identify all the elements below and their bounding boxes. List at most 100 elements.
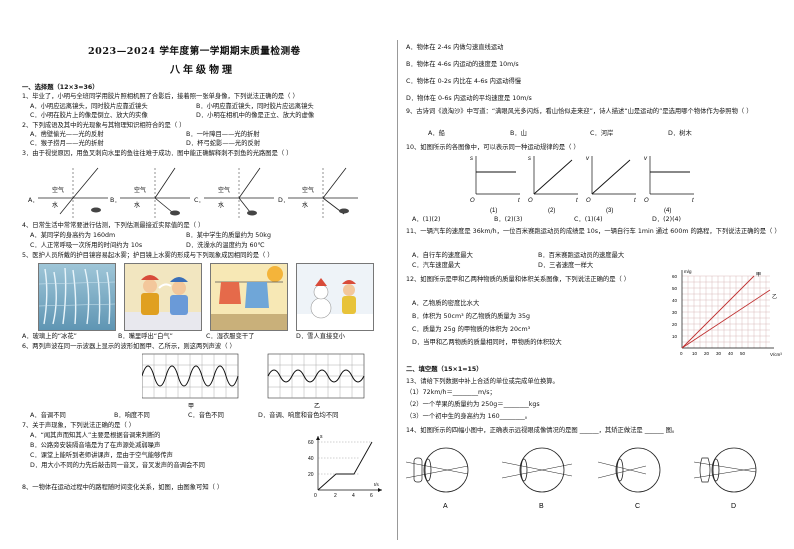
q6-wave-yi	[267, 353, 365, 399]
q10-option-c: C．(1)(4)	[574, 216, 603, 223]
q12-ytick-30: 30	[672, 310, 678, 315]
q14-eye-a: A	[406, 447, 469, 510]
question-7: 7、关于声现象，下列说法正确的是（ ）	[22, 422, 136, 429]
q8-tick-s-60: 60	[308, 440, 314, 446]
q3b-air: 空气	[134, 186, 146, 194]
q13-item-3: （3）一个初中生的身高约为 160________。	[406, 413, 532, 420]
q5-option-d: D．雪人直接变小	[296, 333, 345, 340]
q3-label-a: A．	[28, 197, 39, 204]
exam-title: 2023—2024 学年度第一学期期末质量检测卷	[88, 46, 301, 57]
q10-option-a: A．(1)(2)	[412, 216, 441, 223]
q11-option-b: B．百米赛跑运动员的速度最大	[538, 252, 625, 259]
q3d-water: 水	[302, 201, 308, 209]
q10-graph-2: s t O (2)	[528, 156, 578, 214]
column-divider	[397, 40, 398, 540]
q1-option-c: C．小明在胶片上的像是倒立、放大的实像	[30, 112, 148, 119]
q8-s-t-graph: 20 40 60 0 2 4 6 s t/s	[308, 434, 382, 498]
q2-option-b: B．一叶障目——光的折射	[186, 131, 260, 138]
question-8: 8、一物体在运动过程中的路程随时间变化关系，如图，由图象可知（ ）	[22, 484, 224, 491]
q13-item-2: （2）一个苹果的质量约为 250g＝________kgs	[406, 401, 540, 408]
q1-option-d: D．小明在相机中的像是正立、放大的虚像	[196, 112, 315, 119]
q5-option-b: B．嘴里呼出“白气”	[118, 333, 173, 340]
q10-g2-o: O	[528, 198, 533, 204]
q4-option-c: C．人正常呼吸一次所用的时间约为 10s	[30, 242, 143, 249]
q12-option-d: D．当甲和乙两物质的质量相同时，甲物质的体积较大	[412, 339, 562, 346]
q14-eye-b: B	[501, 447, 573, 510]
q6-wave-jia	[142, 353, 239, 399]
q8-tick-s-20: 20	[308, 472, 314, 478]
q12-ytick-50: 50	[672, 286, 678, 291]
section-fill-heading: 二、填空题（15×1=15）	[406, 366, 483, 373]
q10-graph-1: s t O (1)	[470, 156, 520, 214]
q8-tick-t-2: 2	[334, 493, 337, 498]
q5-option-c: C．湿衣服变干了	[206, 333, 255, 340]
right-column: A．物体在 2-4s 内做匀速直线运动 B．物体在 4-6s 内运动的速度是 1…	[398, 0, 794, 549]
q9-option-a: A．船	[428, 130, 445, 137]
question-13: 13、请给下列数据中补上合适的单位或完成单位换算。	[406, 378, 559, 385]
q10-g3-t: t	[634, 198, 636, 204]
q10-graph-3: v t O (3)	[586, 156, 636, 214]
q12-label-yi: 乙	[772, 293, 777, 300]
q10-g2-t: t	[576, 198, 578, 204]
q6-option-d: D．音调、响度和音色均不同	[258, 412, 339, 419]
q3-diagram-c: 空气 水	[204, 167, 274, 218]
q10-g4-o: O	[644, 198, 649, 204]
q3-diagrams: A． 空气 水 B． 空气 水 C． 空气 水	[28, 160, 368, 218]
q12-axis-v: V/cm³	[770, 352, 782, 357]
q1-option-b: B．小明应靠近镜头，同时胶片应远离镜头	[196, 103, 314, 110]
q10-option-d: D．(2)(4)	[652, 216, 681, 223]
q4-option-b: B．某中学生的质量约为 50kg	[186, 232, 271, 239]
q9-option-d: D．树木	[668, 130, 692, 137]
q14-eye-d: D	[693, 447, 757, 510]
q5-picture-ice-flowers	[38, 263, 116, 331]
section-choice-heading: 一、选择题（12×3=36）	[22, 84, 99, 91]
q3-label-b: B．	[110, 197, 121, 204]
q8-axis-s: s	[320, 434, 323, 440]
q4-option-a: A．某同学的身高约为 160dm	[30, 232, 116, 239]
q8-option-d: D．物体在 0-6s 内运动的平均速度是 10m/s	[406, 95, 532, 102]
q6-label-yi: 乙	[314, 403, 320, 410]
q8-tick-t-0: 0	[314, 493, 317, 498]
q5-picture-breath	[124, 263, 202, 331]
q12-xtick-20: 20	[704, 351, 710, 356]
q7-option-a: A．“闻其声而知其人”主要是根据音调来判断的	[30, 432, 161, 439]
q12-m-v-graph: 甲 乙 m/g V/cm³ 10 20 30 40 50 60 0 10 20 …	[672, 269, 782, 357]
q7-option-d: D．用大小不同的力先后敲击同一音叉，音叉发声的音调会不同	[30, 462, 205, 469]
q6-option-a: A．音调不同	[30, 412, 66, 419]
q2-option-d: D．杯弓蛇影——光的反射	[186, 140, 261, 147]
question-6: 6、两列声波在同一示波器上显示的波形如图甲、乙所示，则这两列声波（ ）	[22, 343, 236, 350]
q3-label-d: D．	[278, 197, 290, 204]
q3a-water: 水	[52, 201, 58, 209]
q3b-water: 水	[134, 201, 140, 209]
q14-label-a: A	[443, 503, 448, 510]
q12-option-c: C．质量为 25g 的甲物质的体积为 20cm³	[412, 326, 531, 333]
q10-g3-v: v	[586, 156, 590, 162]
q6-label-jia: 甲	[188, 403, 194, 410]
q3c-air: 空气	[218, 186, 230, 194]
q12-line-jia	[681, 275, 755, 349]
q1-option-a: A．小明应远离镜头，同时胶片应靠近镜头	[30, 103, 148, 110]
question-5: 5、医护人员所戴的护目镜容易起水雾；护目镜上水雾的形成与下列现象成因相同的是（ …	[22, 252, 274, 259]
question-10: 10、如图所示的各图像中，可以表示同一种运动规律的是（ ）	[406, 144, 580, 151]
q10-g4-label: (4)	[664, 208, 671, 214]
q10-g4-v: v	[644, 156, 648, 162]
q12-line-yi	[681, 289, 771, 349]
q12-option-a: A．乙物质的密度比水大	[412, 300, 480, 307]
q12-xtick-50: 50	[740, 351, 746, 356]
q5-option-a: A．玻璃上的“冰花”	[22, 333, 77, 340]
q12-xtick-40: 40	[728, 351, 734, 356]
q14-label-b: B	[539, 503, 544, 510]
question-9: 9、古诗词《浪淘沙》中写道：“满眼风光多闪烁，看山恰似走来迎”，诗人描述“山是运…	[406, 108, 753, 115]
q11-option-d: D．三者速度一样大	[538, 262, 594, 269]
question-1: 1、毕业了，小明与全班同学用胶片照相机照了合影后，接着照一张单身像，下列说法正确…	[22, 93, 299, 100]
q10-g1-label: (1)	[490, 208, 497, 214]
q14-eye-diagrams: A B C D	[406, 447, 757, 510]
q6-waveforms: 甲 乙	[142, 353, 365, 410]
q8-option-a: A．物体在 2-4s 内做匀速直线运动	[406, 44, 504, 51]
q10-g2-label: (2)	[548, 208, 555, 214]
q10-option-b: B．(2)(3)	[494, 216, 523, 223]
q8-tick-t-6: 6	[370, 493, 373, 498]
q3a-air: 空气	[52, 186, 64, 194]
q8-axis-t: t/s	[374, 482, 380, 487]
q12-xtick-30: 30	[716, 351, 722, 356]
